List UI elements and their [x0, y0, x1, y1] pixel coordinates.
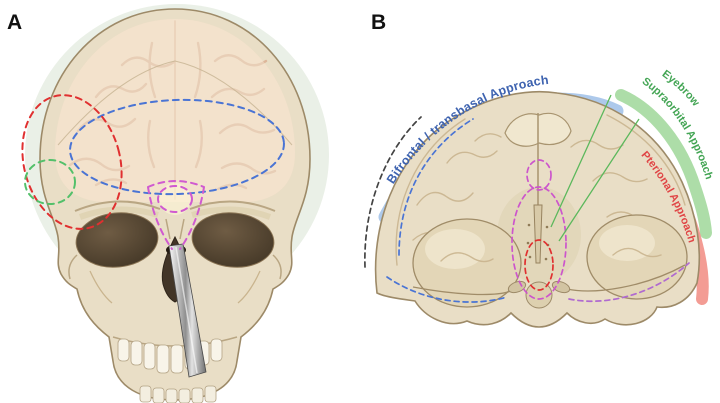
panel-a-skull-frontal-illustration: [21, 4, 329, 403]
midline-anterior-target-dashed: [526, 159, 552, 191]
midline-target-outline: [157, 185, 193, 213]
orbital-roof-left-highlight: [425, 229, 485, 269]
panel-b-label: B: [371, 11, 387, 34]
pterional-region-outline: [21, 94, 123, 230]
panel-b-overlays: [364, 94, 690, 303]
cheek-contours: [89, 270, 261, 304]
midline-corridor-dashed: [511, 186, 567, 300]
translucent-bone-wash: [55, 19, 295, 202]
brow-ridge-right: [189, 200, 276, 212]
orbital-roof-texture: [440, 247, 662, 263]
clinoid-right: [551, 280, 571, 294]
lower-teeth: [139, 385, 217, 403]
skullbase-interior: [395, 112, 688, 309]
panel-b-skullbase-axial-illustration: Bifrontal / transbasal Approach Eyebrow …: [364, 68, 715, 328]
crista-galli: [533, 204, 543, 264]
orbit-left: [75, 212, 159, 268]
right-sphenoid-margin-dashed: [568, 262, 690, 303]
panel-a-label: A: [7, 11, 23, 34]
orbit-right: [191, 212, 275, 268]
endoscope-highlight: [175, 246, 198, 374]
sphenoid-ridges: [412, 264, 686, 296]
outer-dotted-reference-line: [364, 116, 422, 268]
supraorbital-region-outline: [24, 159, 76, 205]
bifrontal-region-outline: [69, 98, 285, 196]
brow-ridge-left: [74, 200, 161, 212]
nasal-bones: [165, 218, 185, 240]
sella-turcica: [525, 281, 553, 309]
coronal-suture: [57, 60, 293, 146]
panel-a-approach-overlays: [21, 94, 285, 250]
endoscope-instrument: [166, 243, 207, 378]
zygomatic-arches: [68, 254, 282, 280]
endoscope-shaft: [168, 243, 207, 378]
supraorbital-trajectory-lines: [550, 94, 640, 242]
glabella-highlight: [159, 183, 191, 215]
brain-through-skull: [55, 19, 295, 202]
endonasal-corridor-outline: [147, 180, 205, 250]
orbital-roof-right-highlight: [599, 225, 655, 261]
bifrontal-posterior-margin-dashed: [386, 276, 508, 303]
central-target-dashed: [524, 239, 554, 291]
supraorbital-approach-band: [615, 89, 712, 239]
bifrontal-inner-margin-dashed: [398, 118, 474, 256]
